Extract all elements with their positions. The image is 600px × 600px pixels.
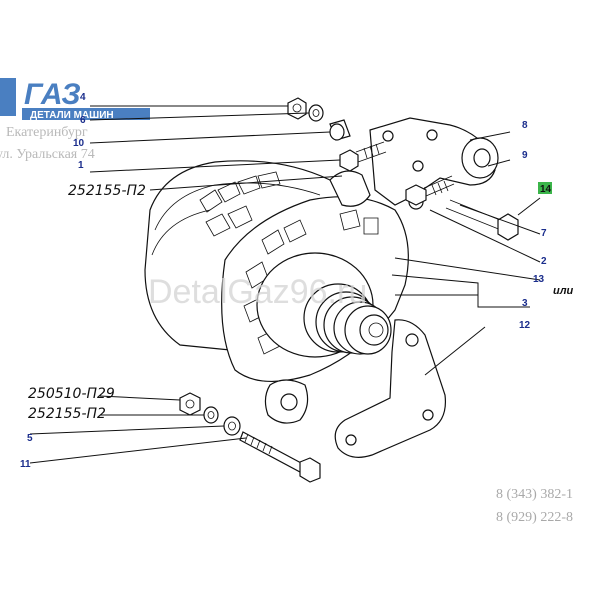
alternator-ribs (199, 171, 281, 237)
callout-13: 13 (533, 274, 545, 285)
washer-6 (308, 104, 324, 122)
watermark-site: DetalGaz96.ru (148, 273, 367, 311)
pulley-nut (359, 314, 389, 346)
callout-9: 9 (522, 150, 528, 161)
callout-14-highlight (538, 182, 552, 194)
nut-bottom (179, 392, 201, 416)
code-washer-top: 252155-П2 (68, 183, 146, 199)
callout-6: 6 (80, 115, 86, 126)
alt-label: или (553, 285, 574, 297)
callout-3: 3 (522, 298, 528, 309)
logo-emblem (0, 78, 16, 116)
callout-4: 4 (80, 92, 86, 103)
leader-lines (29, 105, 541, 464)
callout-12: 12 (519, 320, 531, 331)
logo-tagline: ДЕТАЛИ МАШИН (30, 110, 114, 121)
code-nut-bottom: 250510-П29 (28, 386, 115, 402)
bolt-11 (239, 431, 321, 483)
logo-brand: ГАЗ (24, 78, 81, 111)
callout-1: 1 (78, 160, 84, 171)
code-washer-bottom: 252155-П2 (28, 406, 106, 422)
callout-14: 14 (540, 184, 552, 195)
pulley (303, 283, 392, 355)
bolt-7 (445, 199, 519, 241)
alternator (144, 160, 409, 424)
watermark-phone-1: 8 (343) 382-1 (496, 487, 573, 502)
logo-tagline-bar (22, 108, 150, 120)
callout-2: 2 (541, 256, 547, 267)
watermark-phone-2: 8 (929) 222-8 (496, 510, 573, 525)
callout-10: 10 (73, 138, 85, 149)
bolt-washer-2 (405, 175, 455, 210)
callout-8: 8 (522, 120, 528, 131)
nut-4 (287, 97, 307, 120)
upper-mounting-ear (329, 170, 371, 207)
watermark-street: ул. Уральская 74 (0, 147, 95, 162)
spacer-10 (329, 119, 351, 141)
washer-bottom (203, 406, 219, 424)
callout-5: 5 (27, 433, 33, 444)
bolt-1 (339, 141, 387, 172)
watermark-city: Екатеринбург (6, 125, 88, 140)
lower-bracket-12 (334, 319, 447, 458)
gaz-logo: ГАЗ ДЕТАЛИ МАШИН (0, 78, 150, 121)
tension-bracket (369, 117, 499, 206)
callout-11: 11 (20, 459, 31, 470)
washer-5 (223, 416, 241, 436)
callout-7: 7 (541, 228, 547, 239)
lower-bracket-body (334, 319, 447, 458)
